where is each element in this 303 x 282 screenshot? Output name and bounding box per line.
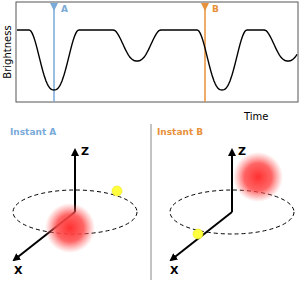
panel-divider xyxy=(151,124,152,280)
axis-letter: Z xyxy=(238,146,246,157)
x-axis xyxy=(171,212,232,260)
instant-label: A xyxy=(61,5,68,14)
panel-title: Instant A xyxy=(10,128,56,137)
light-curve xyxy=(17,30,297,90)
panel-title: Instant B xyxy=(157,128,203,137)
axis-title: Time xyxy=(244,112,268,122)
instant-label: B xyxy=(212,5,219,14)
z-axis xyxy=(231,150,233,212)
instant-b-marker xyxy=(201,3,209,11)
axis-letter: Z xyxy=(81,146,89,157)
yellow-star xyxy=(112,186,122,196)
instant-a-marker xyxy=(50,3,58,11)
axis-title: Brightness xyxy=(3,25,13,78)
instant-b-line xyxy=(204,6,206,102)
z-axis xyxy=(74,150,76,212)
axis-letter: X xyxy=(14,265,22,276)
red-star xyxy=(45,203,95,253)
yellow-star xyxy=(193,229,203,239)
axis-letter: X xyxy=(170,265,178,276)
instant-a-line xyxy=(53,6,55,102)
red-star xyxy=(233,152,283,202)
plot-frame xyxy=(16,2,298,102)
